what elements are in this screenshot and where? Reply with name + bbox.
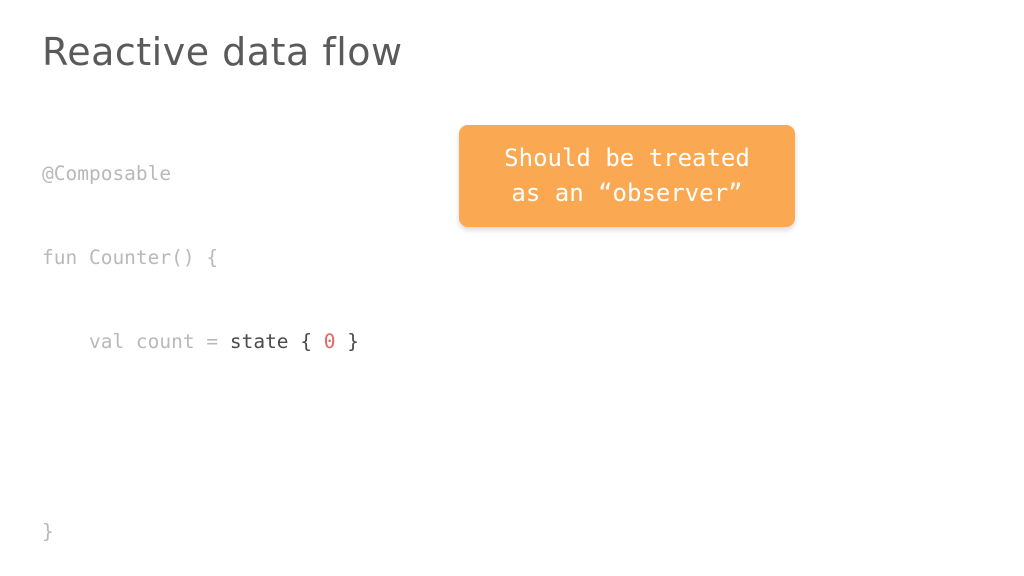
code-token: 0 [323,330,336,353]
code-closing-brace: } [42,520,54,543]
page-title: Reactive data flow [42,30,403,74]
code-token: @Composable [42,162,172,185]
code-token: val count = [42,330,230,353]
code-token: { [288,330,324,353]
code-token: state [229,330,289,353]
code-token: } [335,330,360,353]
code-line-1: @Composable [42,160,359,188]
callout-line-2: as an “observer” [511,179,743,207]
code-block: @Composable fun Counter() { val count = … [42,104,359,412]
code-token: fun Counter() { [42,246,219,269]
callout-line-1: Should be treated [504,144,750,172]
callout-box: Should be treated as an “observer” [459,125,795,227]
code-line-2: fun Counter() { [42,244,359,272]
code-line-3: val count = state { 0 } [42,328,359,356]
